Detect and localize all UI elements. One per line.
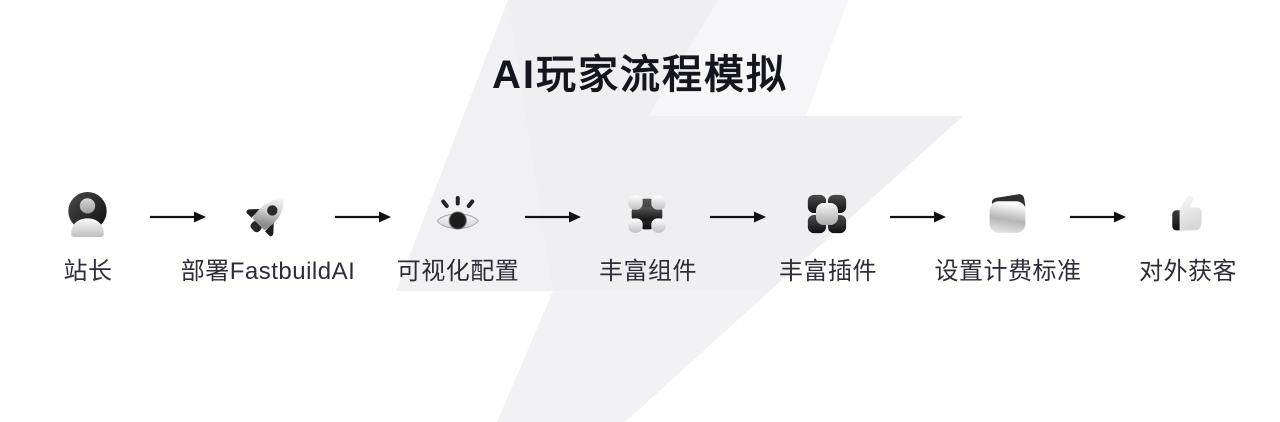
flow-step-billing: 设置计费标准 <box>935 191 1082 286</box>
flow-step-visual-config: 可视化配置 <box>397 191 520 286</box>
step-label: 对外获客 <box>1139 258 1237 285</box>
rocket-icon <box>244 191 292 239</box>
step-label: 丰富插件 <box>779 258 877 285</box>
arrow-right-icon <box>889 208 947 226</box>
step-label: 站长 <box>63 258 113 285</box>
step-label: 丰富组件 <box>599 258 697 285</box>
step-label: 部署FastbuildAI <box>180 258 356 285</box>
eye-icon <box>434 191 482 239</box>
arrow-right-icon <box>1069 208 1127 226</box>
step-label: 设置计费标准 <box>934 258 1082 285</box>
components-icon <box>624 191 672 239</box>
user-icon <box>64 191 112 239</box>
page-title: AI玩家流程模拟 <box>492 53 788 97</box>
arrow-right-icon <box>149 208 207 226</box>
arrow-right-icon <box>709 208 767 226</box>
arrow-right-icon <box>524 208 582 226</box>
arrow-right-icon <box>334 208 392 226</box>
flow-step-acquire-customers: 对外获客 <box>1139 191 1237 286</box>
billing-icon <box>984 191 1032 239</box>
flow-step-webmaster: 站长 <box>64 191 113 286</box>
step-label: 可视化配置 <box>396 258 520 285</box>
thumbs-up-icon <box>1164 191 1212 239</box>
plugins-icon <box>804 191 852 239</box>
flow-step-deploy: 部署FastbuildAI <box>181 191 356 286</box>
flow-step-components: 丰富组件 <box>599 191 697 286</box>
flow-step-plugins: 丰富插件 <box>779 191 877 286</box>
